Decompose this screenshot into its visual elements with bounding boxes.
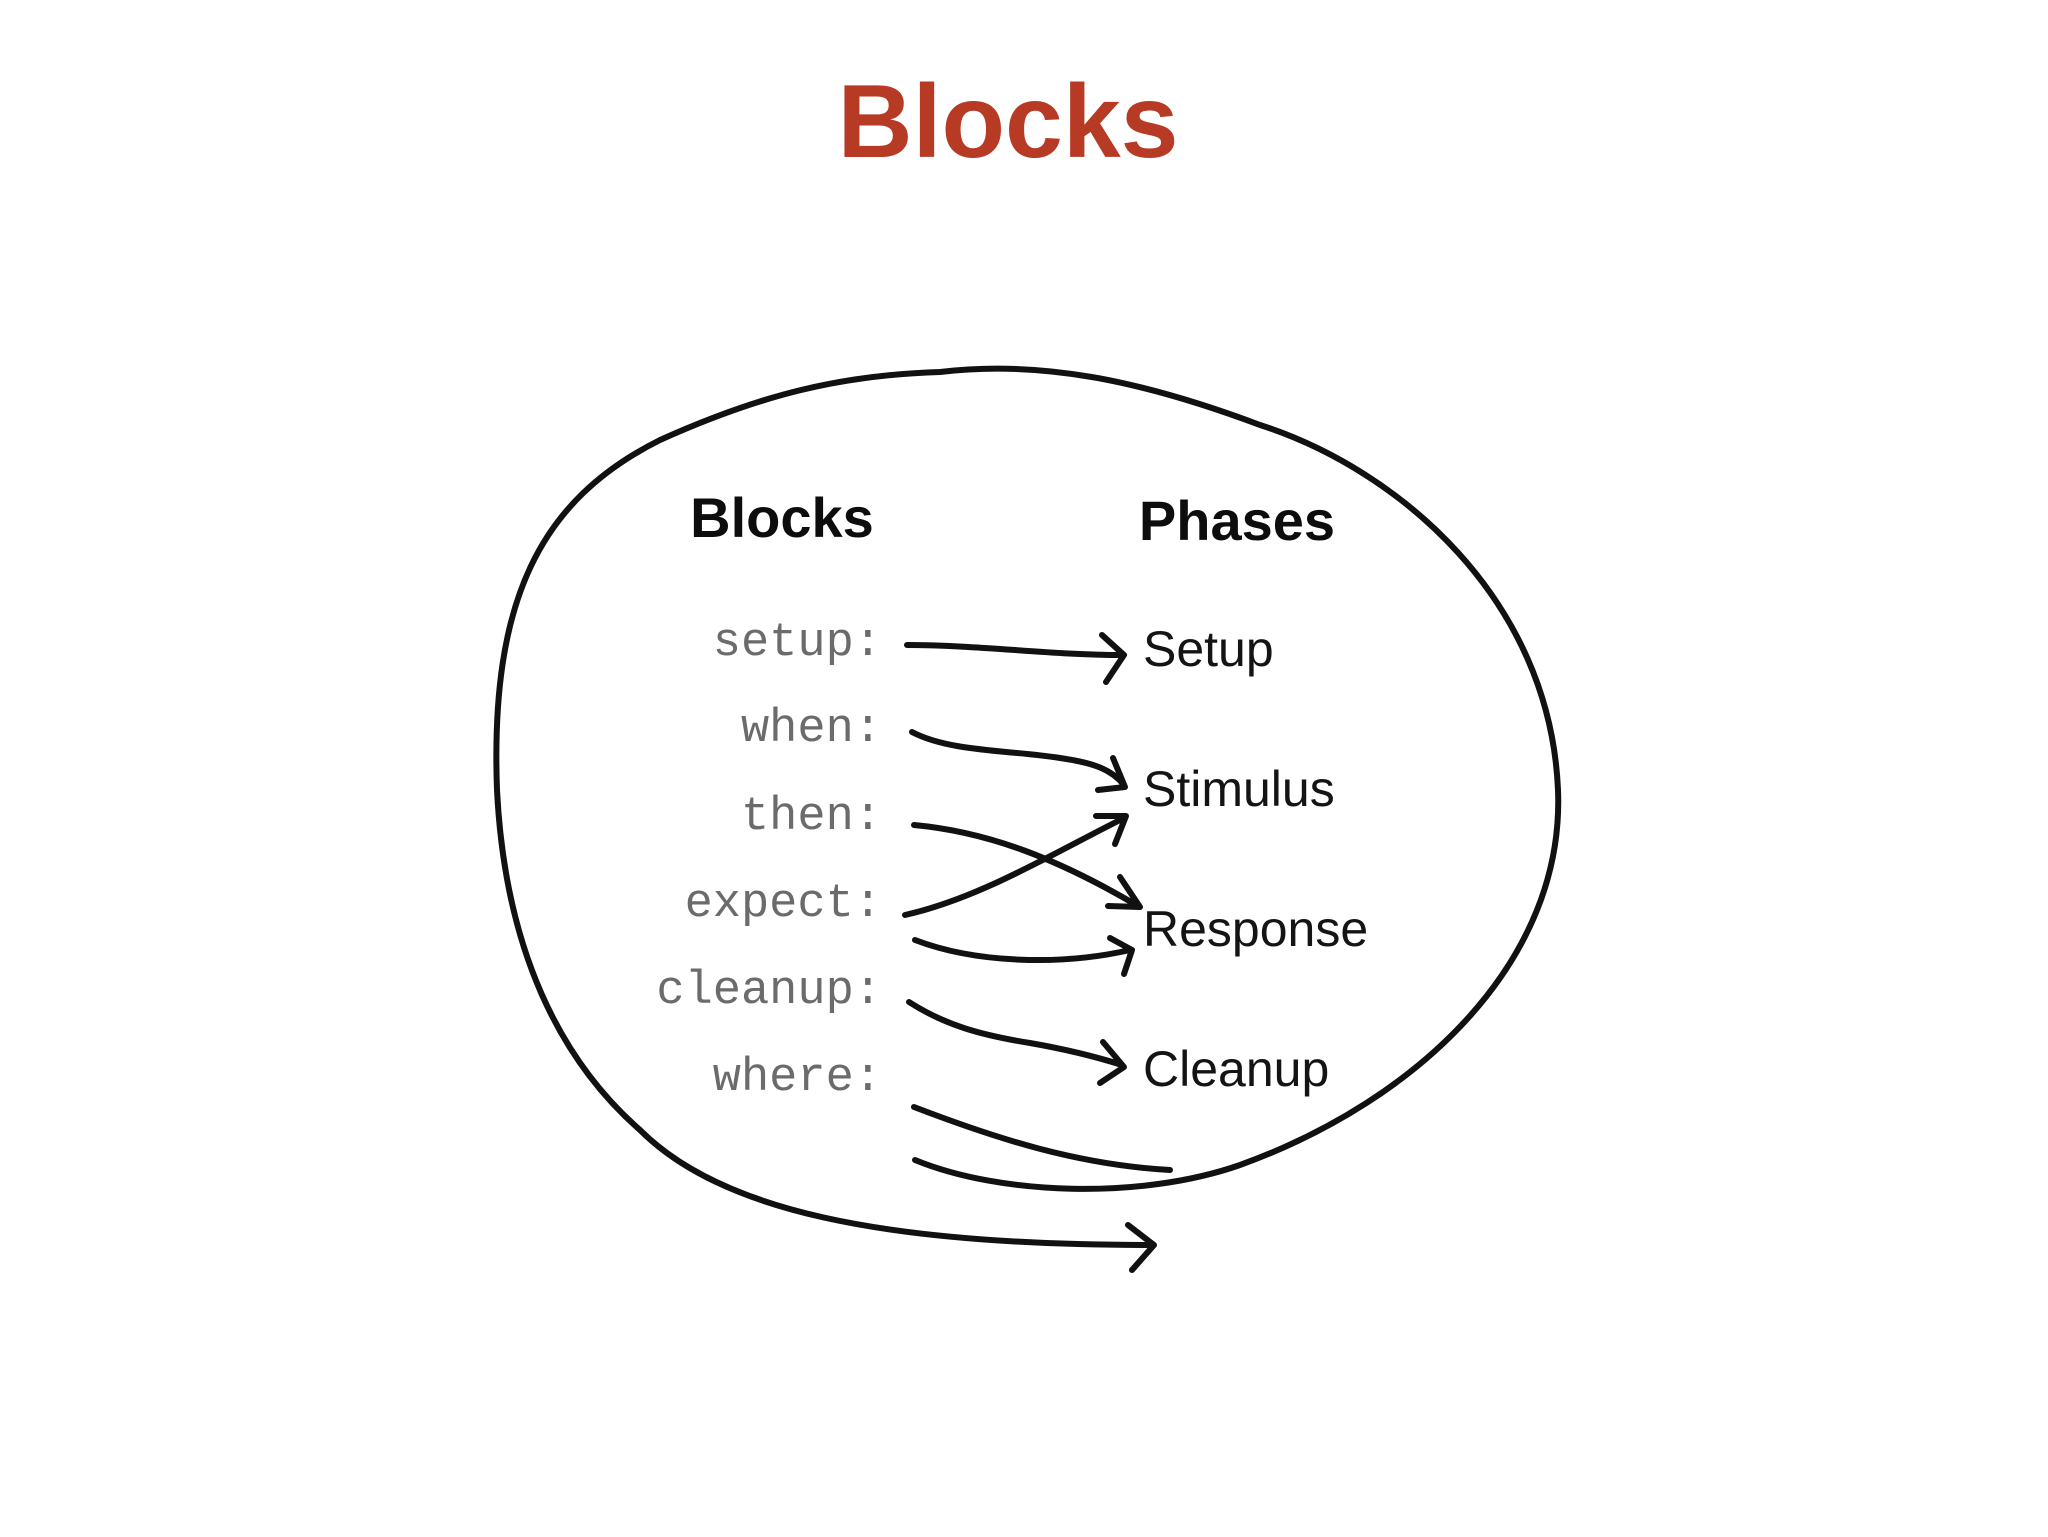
block-label-then: then: (741, 791, 882, 844)
phase-label-cleanup: Cleanup (1143, 1041, 1329, 1097)
blocks-header: Blocks (690, 486, 874, 549)
block-label-when: when: (741, 703, 882, 756)
arrow-then-to-response (911, 822, 1143, 910)
arrow-expect-to-response (912, 935, 1135, 977)
arrow-expect-to-stimulus (902, 813, 1129, 918)
phase-label-stimulus: Stimulus (1143, 761, 1335, 817)
arrow-where-loop (911, 1104, 1173, 1273)
arrow-setup-to-setup (904, 632, 1127, 685)
arrow-when-to-stimulus (909, 729, 1128, 793)
block-label-where: where: (713, 1052, 882, 1105)
phase-label-setup: Setup (1143, 621, 1274, 677)
arrow-cleanup-to-cleanup (906, 999, 1127, 1086)
slide-title: Blocks (837, 64, 1179, 180)
block-label-setup: setup: (713, 617, 882, 670)
block-label-expect: expect: (685, 878, 882, 931)
phase-label-response: Response (1143, 901, 1368, 957)
block-label-cleanup: cleanup: (656, 965, 882, 1018)
enclosing-loop (493, 365, 1562, 1248)
phases-header: Phases (1139, 489, 1335, 552)
